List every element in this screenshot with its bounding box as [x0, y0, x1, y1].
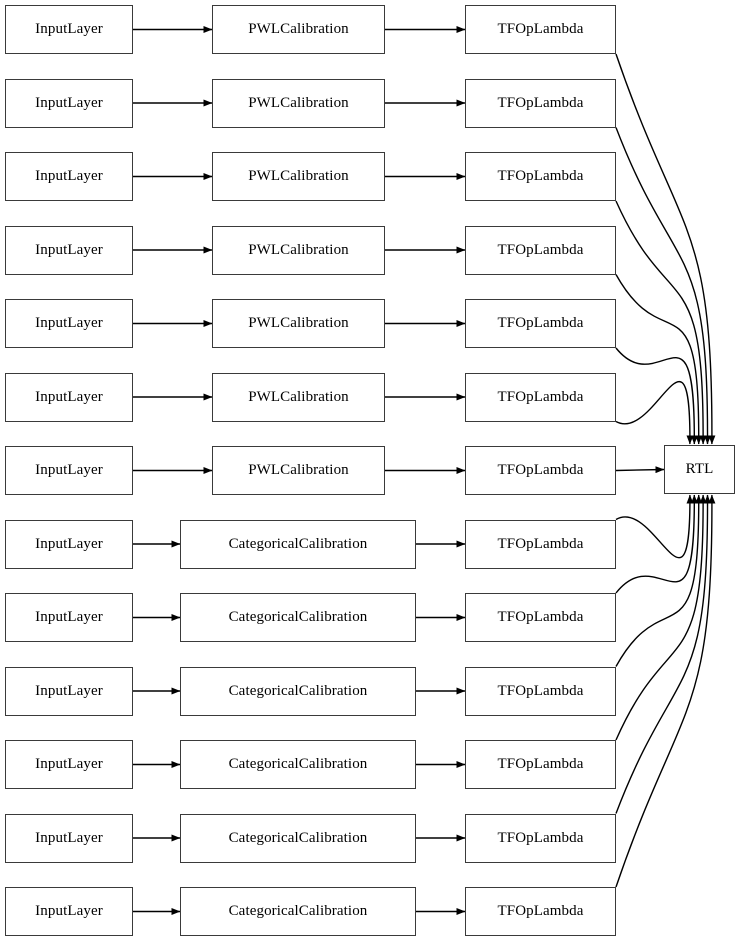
node-tfoplambda-2-label: TFOpLambda	[497, 168, 584, 184]
edge-lambda-to-rtl-0	[615, 53, 716, 445]
node-categorical-calibration-12: CategoricalCalibration	[180, 887, 416, 936]
edge-lambda-to-rtl-4	[615, 347, 698, 445]
node-pwl-calibration-3-label: PWLCalibration	[248, 241, 349, 258]
edge-lambda-to-rtl-10	[615, 494, 707, 741]
node-categorical-calibration-11-label: CategoricalCalibration	[228, 829, 368, 846]
node-input-layer-1-label: InputLayer	[35, 94, 103, 111]
node-input-layer-8: InputLayer	[5, 593, 133, 642]
node-input-layer-7-label: InputLayer	[35, 535, 103, 552]
node-input-layer-5: InputLayer	[5, 372, 133, 422]
node-pwl-calibration-4-label: PWLCalibration	[248, 315, 349, 331]
node-input-layer-5-label: InputLayer	[35, 388, 103, 405]
node-tfoplambda-1-label: TFOpLambda	[497, 94, 584, 111]
node-input-layer-7: InputLayer	[5, 519, 133, 569]
node-input-layer-4: InputLayer	[5, 299, 133, 348]
node-categorical-calibration-9: CategoricalCalibration	[180, 666, 416, 716]
node-tfoplambda-11: TFOpLambda	[465, 813, 616, 863]
node-pwl-calibration-2: PWLCalibration	[212, 152, 385, 201]
node-tfoplambda-5: TFOpLambda	[465, 372, 616, 422]
edge-lambda-to-rtl-5	[615, 381, 694, 445]
node-input-layer-0: InputLayer	[5, 5, 133, 54]
node-categorical-calibration-8-label: CategoricalCalibration	[228, 609, 368, 625]
node-tfoplambda-0-label: TFOpLambda	[497, 21, 584, 37]
node-rtl-output-label: RTL	[685, 461, 714, 477]
node-categorical-calibration-9-label: CategoricalCalibration	[228, 682, 368, 699]
node-input-layer-12: InputLayer	[5, 887, 133, 936]
node-tfoplambda-2: TFOpLambda	[465, 152, 616, 201]
node-input-layer-11: InputLayer	[5, 813, 133, 863]
node-categorical-calibration-7: CategoricalCalibration	[180, 519, 416, 569]
node-pwl-calibration-6: PWLCalibration	[212, 446, 385, 495]
node-input-layer-3-label: InputLayer	[35, 241, 103, 258]
node-tfoplambda-9-label: TFOpLambda	[497, 682, 584, 699]
edge-lambda-to-rtl-8	[615, 494, 698, 594]
node-input-layer-10-label: InputLayer	[35, 756, 103, 772]
node-input-layer-2: InputLayer	[5, 152, 133, 201]
node-tfoplambda-10-label: TFOpLambda	[497, 756, 584, 772]
node-input-layer-12-label: InputLayer	[35, 903, 103, 919]
node-input-layer-9: InputLayer	[5, 666, 133, 716]
edge-lambda-to-rtl-9	[615, 494, 703, 667]
node-pwl-calibration-2-label: PWLCalibration	[248, 168, 349, 184]
node-input-layer-6: InputLayer	[5, 446, 133, 495]
node-input-layer-6-label: InputLayer	[35, 462, 103, 478]
node-tfoplambda-3: TFOpLambda	[465, 225, 616, 275]
node-tfoplambda-0: TFOpLambda	[465, 5, 616, 54]
node-tfoplambda-12: TFOpLambda	[465, 887, 616, 936]
node-input-layer-8-label: InputLayer	[35, 609, 103, 625]
node-tfoplambda-9: TFOpLambda	[465, 666, 616, 716]
node-input-layer-0-label: InputLayer	[35, 21, 103, 37]
edge-lambda-to-rtl-12	[615, 494, 716, 888]
node-categorical-calibration-10-label: CategoricalCalibration	[228, 756, 368, 772]
node-categorical-calibration-11: CategoricalCalibration	[180, 813, 416, 863]
node-pwl-calibration-0-label: PWLCalibration	[248, 21, 349, 37]
node-tfoplambda-4-label: TFOpLambda	[497, 315, 584, 331]
edge-lambda-to-rtl-11	[615, 494, 712, 814]
edge-lambda-to-rtl-6	[615, 466, 665, 474]
node-pwl-calibration-1: PWLCalibration	[212, 78, 385, 128]
node-pwl-calibration-1-label: PWLCalibration	[248, 94, 349, 111]
node-input-layer-3: InputLayer	[5, 225, 133, 275]
node-pwl-calibration-6-label: PWLCalibration	[248, 462, 349, 478]
node-pwl-calibration-0: PWLCalibration	[212, 5, 385, 54]
node-tfoplambda-7: TFOpLambda	[465, 519, 616, 569]
edge-lambda-to-rtl-2	[615, 200, 707, 445]
node-pwl-calibration-5: PWLCalibration	[212, 372, 385, 422]
node-input-layer-11-label: InputLayer	[35, 829, 103, 846]
node-tfoplambda-6: TFOpLambda	[465, 446, 616, 495]
node-tfoplambda-4: TFOpLambda	[465, 299, 616, 348]
node-pwl-calibration-5-label: PWLCalibration	[248, 388, 349, 405]
node-tfoplambda-3-label: TFOpLambda	[497, 241, 584, 258]
node-tfoplambda-7-label: TFOpLambda	[497, 535, 584, 552]
node-categorical-calibration-7-label: CategoricalCalibration	[228, 535, 368, 552]
node-tfoplambda-11-label: TFOpLambda	[497, 829, 584, 846]
node-pwl-calibration-4: PWLCalibration	[212, 299, 385, 348]
node-categorical-calibration-12-label: CategoricalCalibration	[228, 903, 368, 919]
node-tfoplambda-6-label: TFOpLambda	[497, 462, 584, 478]
node-tfoplambda-1: TFOpLambda	[465, 78, 616, 128]
edge-lambda-to-rtl-1	[615, 127, 712, 445]
node-tfoplambda-8: TFOpLambda	[465, 593, 616, 642]
node-input-layer-1: InputLayer	[5, 78, 133, 128]
node-tfoplambda-5-label: TFOpLambda	[497, 388, 584, 405]
node-input-layer-2-label: InputLayer	[35, 168, 103, 184]
edge-lambda-to-rtl-7	[615, 494, 694, 559]
node-tfoplambda-12-label: TFOpLambda	[497, 903, 584, 919]
node-rtl-output: RTL	[664, 445, 735, 494]
node-categorical-calibration-10: CategoricalCalibration	[180, 740, 416, 789]
node-input-layer-4-label: InputLayer	[35, 315, 103, 331]
node-tfoplambda-8-label: TFOpLambda	[497, 609, 584, 625]
node-tfoplambda-10: TFOpLambda	[465, 740, 616, 789]
node-pwl-calibration-3: PWLCalibration	[212, 225, 385, 275]
edge-lambda-to-rtl-3	[615, 274, 703, 445]
node-categorical-calibration-8: CategoricalCalibration	[180, 593, 416, 642]
node-input-layer-9-label: InputLayer	[35, 682, 103, 699]
node-input-layer-10: InputLayer	[5, 740, 133, 789]
